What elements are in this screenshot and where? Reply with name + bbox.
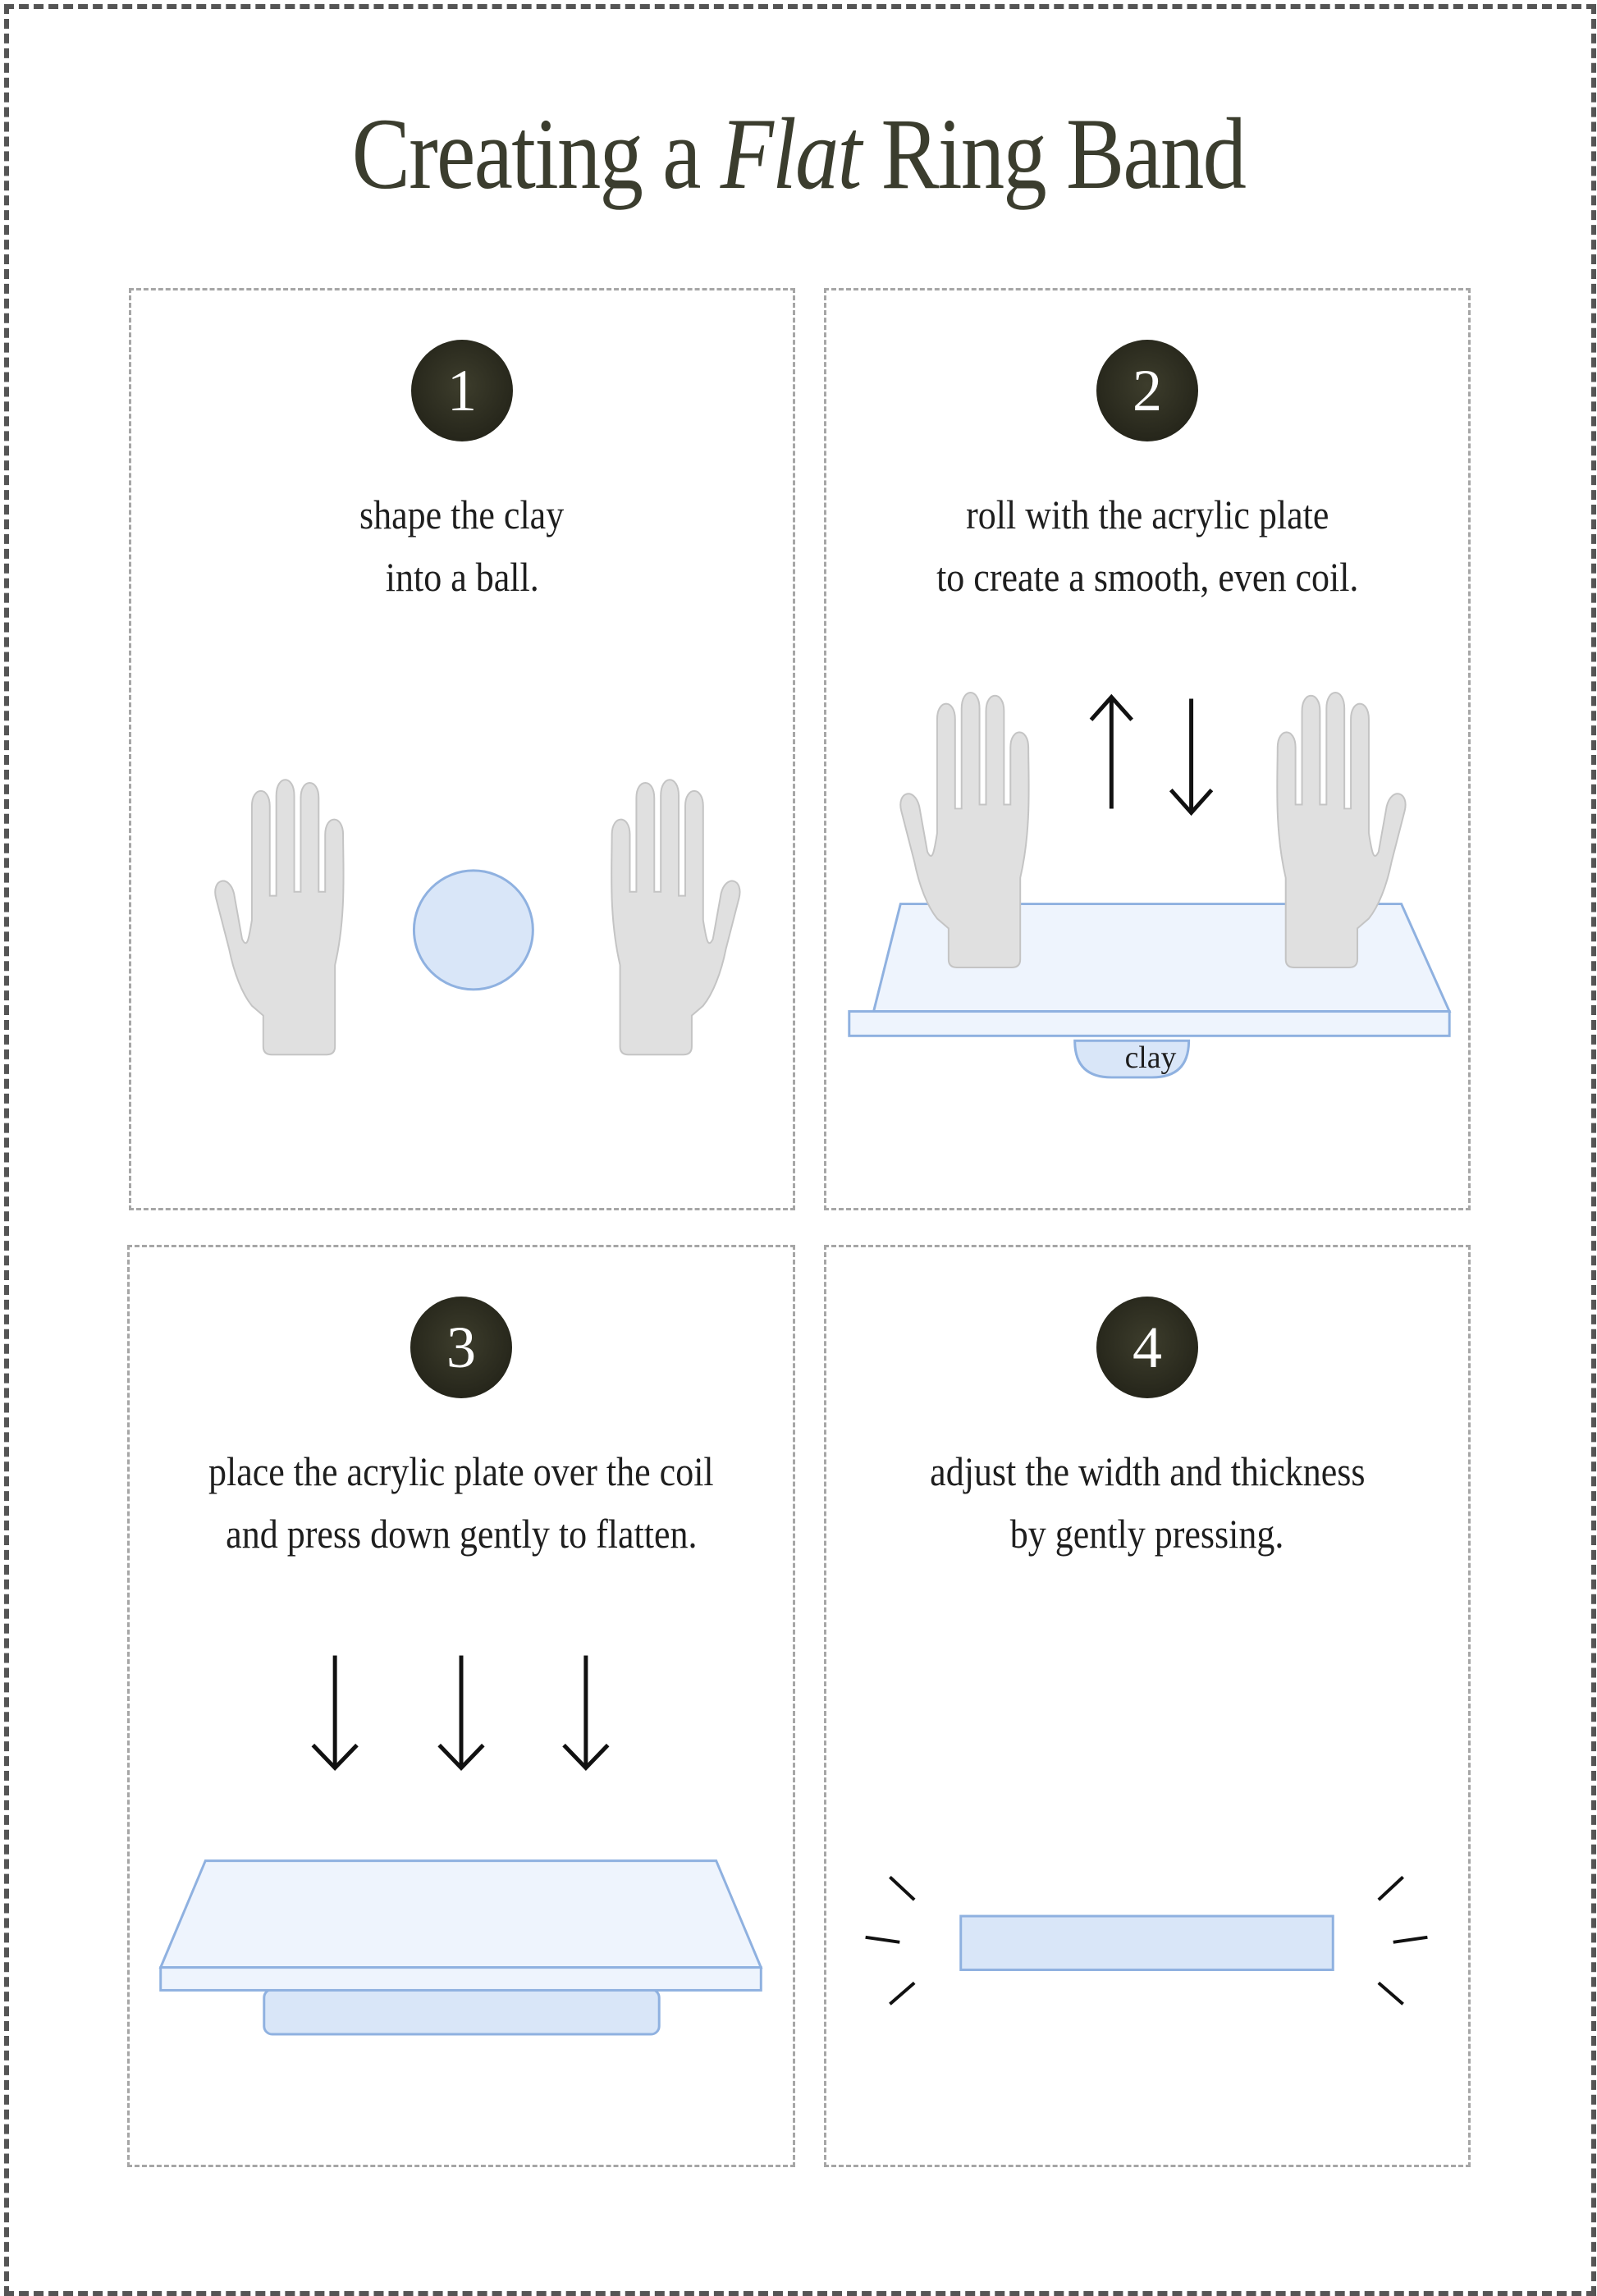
down-arrow-icon <box>562 1655 610 1772</box>
right-motion-lines <box>1377 1875 1428 2006</box>
title-emphasis: Flat <box>720 98 863 210</box>
clay-coil <box>263 1987 661 2036</box>
left-motion-lines <box>865 1875 916 2006</box>
down-arrow-icon <box>311 1655 359 1772</box>
clay-coil <box>1073 1039 1191 1079</box>
up-arrow-icon <box>1089 693 1133 809</box>
step-number-badge: 3 <box>410 1297 512 1398</box>
flat-band <box>959 1914 1334 1972</box>
step-number-badge: 4 <box>1096 1297 1198 1398</box>
down-arrow-icon <box>1169 698 1214 816</box>
step-4-illustration <box>865 1875 1428 2006</box>
step-2-illustration: clay <box>848 692 1452 1079</box>
page-title: Creating a Flat Ring Band <box>351 98 1247 210</box>
acrylic-plate <box>158 1859 763 1992</box>
step-number-badge: 1 <box>411 340 513 441</box>
step-3-illustration <box>158 1655 763 2036</box>
right-hand-icon <box>611 779 741 1056</box>
step-number-badge: 2 <box>1096 340 1198 441</box>
clay-label: clay <box>1125 1041 1177 1075</box>
step-1-illustration <box>214 779 741 1056</box>
clay-ball <box>412 869 534 991</box>
down-arrow-icon <box>437 1655 485 1772</box>
left-hand-icon <box>214 779 345 1056</box>
